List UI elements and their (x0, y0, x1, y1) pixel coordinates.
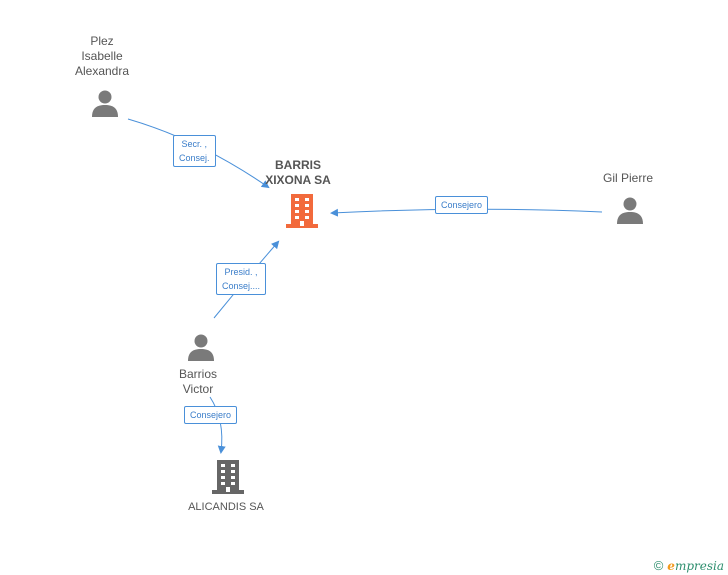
person-label-plez: Plez Isabelle Alexandra (62, 34, 142, 79)
label-line: Alexandra (74, 64, 130, 78)
label-line: Plez (90, 34, 114, 48)
edge-label-gil-to-barris[interactable]: Consejero (435, 196, 489, 214)
label-line: BARRIS (274, 158, 321, 172)
person-icon[interactable] (90, 88, 120, 118)
empresia-brand[interactable]: © empresia (654, 558, 724, 573)
edge-label-line: Presid. , (224, 267, 258, 277)
label-line: Barrios (178, 367, 217, 381)
copyright-icon: © (653, 558, 664, 573)
label-line: Gil Pierre (602, 171, 653, 185)
edge-label-plez-to-barris[interactable]: Secr. , Consej. (173, 135, 216, 167)
brand-logo: empresia (667, 559, 724, 573)
person-icon[interactable] (186, 332, 216, 362)
label-line: XIXONA SA (265, 173, 331, 187)
edge-label-line: Consejero (190, 410, 232, 420)
label-line: Isabelle (81, 49, 123, 63)
person-label-barrios-victor: Barrios Victor (158, 367, 238, 397)
edge-label-line: Consej. (179, 153, 210, 163)
person-label-gil-pierre: Gil Pierre (588, 171, 668, 186)
edge-label-victor-to-alicandis[interactable]: Consejero (184, 406, 238, 424)
company-label-alicandis[interactable]: ALICANDIS SA (178, 500, 274, 515)
building-icon[interactable] (286, 194, 318, 228)
edge-label-line: Consejero (441, 200, 483, 210)
brand-logo-e: e (667, 558, 675, 573)
brand-logo-text: mpresia (674, 558, 724, 573)
label-line: Victor (182, 382, 214, 396)
company-label-barris-xixona[interactable]: BARRIS XIXONA SA (258, 158, 338, 188)
edge-label-victor-to-barris[interactable]: Presid. , Consej.... (216, 263, 267, 295)
label-line: ALICANDIS SA (188, 501, 264, 513)
edge-label-line: Secr. , (181, 139, 208, 149)
person-icon[interactable] (615, 195, 645, 225)
edge-label-line: Consej.... (222, 281, 261, 291)
building-icon[interactable] (212, 460, 244, 494)
